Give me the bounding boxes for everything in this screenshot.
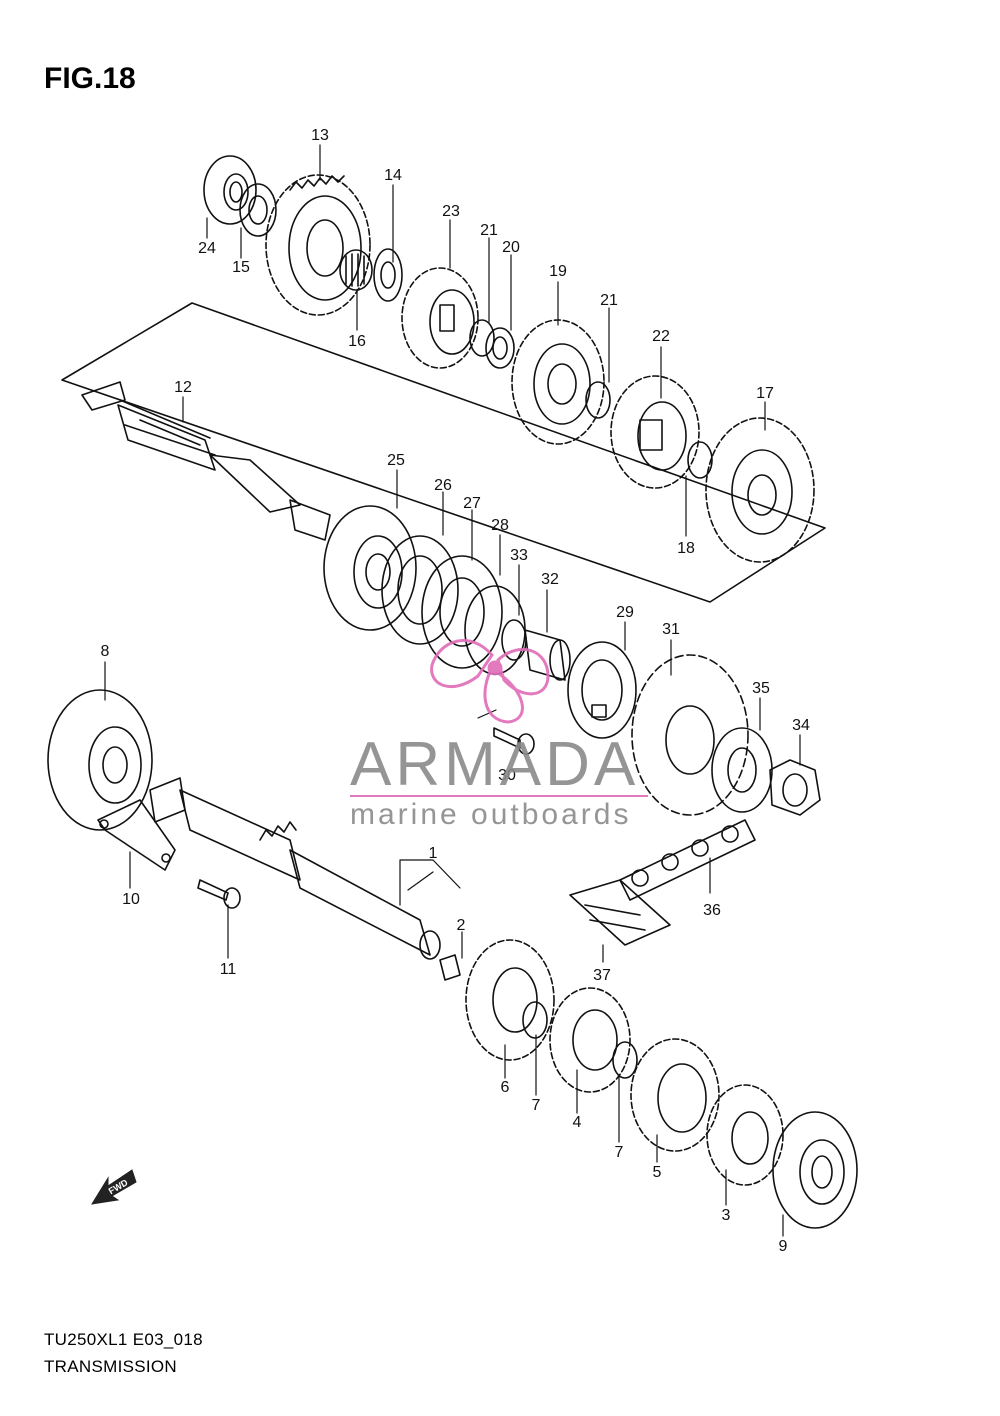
watermark: ARMADA marine outboards	[350, 639, 648, 831]
part-2-pin	[439, 954, 461, 981]
part-callout-30: 30	[498, 767, 516, 784]
part-7-circlip-upper	[522, 1001, 548, 1039]
part-callout-10: 10	[122, 891, 140, 908]
part-26-oil-seal	[381, 535, 459, 645]
propeller-logo-icon	[430, 639, 550, 724]
part-callout-5: 5	[653, 1164, 662, 1181]
part-16-needle-bearing	[339, 249, 373, 291]
part-15-washer	[239, 183, 277, 237]
part-3-gear	[706, 1084, 784, 1186]
part-callout-23: 23	[442, 203, 460, 220]
part-callout-21: 21	[480, 222, 498, 239]
part-callout-36: 36	[703, 902, 721, 919]
part-callout-37: 37	[593, 967, 611, 984]
part-24-bearing	[203, 155, 257, 225]
part-36-chain	[619, 819, 756, 901]
part-callout-3: 3	[722, 1207, 731, 1224]
part-8-bearing	[47, 689, 153, 831]
part-callout-31: 31	[662, 621, 680, 638]
part-callout-12: 12	[174, 379, 192, 396]
part-callout-20: 20	[502, 239, 520, 256]
part-callout-4: 4	[573, 1114, 582, 1131]
part-callout-33: 33	[510, 547, 528, 564]
part-callout-1: 1	[429, 845, 438, 862]
part-37-chain-joint	[569, 879, 671, 946]
watermark-tagline: marine outboards	[350, 798, 631, 831]
part-34-nut	[769, 759, 821, 816]
part-18-circlip	[687, 441, 713, 479]
part-11-screw	[197, 879, 241, 909]
part-4-gear	[549, 987, 631, 1093]
part-5-gear	[630, 1038, 720, 1152]
part-callout-19: 19	[549, 263, 567, 280]
part-callout-29: 29	[616, 604, 634, 621]
callout-labels: 1234567789101112131415161718192021212223…	[101, 127, 810, 1255]
part-callout-34: 34	[792, 717, 810, 734]
figure-caption: TRANSMISSION	[44, 1357, 178, 1376]
part-callout-18: 18	[677, 540, 695, 557]
part-callout-35: 35	[752, 680, 770, 697]
part-callout-28: 28	[491, 517, 509, 534]
part-22-gear	[610, 375, 700, 489]
forward-arrow-icon: FWD	[91, 1169, 137, 1205]
part-17-gear	[705, 417, 815, 563]
part-callout-24: 24	[198, 240, 216, 257]
part-callout-13: 13	[311, 127, 329, 144]
part-21-circlip-upper	[469, 319, 495, 357]
part-31-sprocket	[631, 654, 749, 816]
part-callout-17: 17	[756, 385, 774, 402]
part-29-plate	[567, 641, 637, 739]
part-callout-7: 7	[615, 1144, 624, 1161]
part-27-spacer	[421, 555, 503, 669]
part-callout-14: 14	[384, 167, 402, 184]
part-callout-22: 22	[652, 328, 670, 345]
leader-lines	[104, 144, 801, 1237]
part-callout-7: 7	[532, 1097, 541, 1114]
part-callout-25: 25	[387, 452, 405, 469]
figure-title: FIG.18	[44, 62, 136, 95]
part-35-washer	[711, 727, 773, 813]
part-30-bolt	[493, 727, 535, 755]
group-outline	[61, 302, 826, 603]
watermark-brand: ARMADA	[350, 730, 639, 799]
part-14-washer	[373, 248, 403, 302]
part-callout-16: 16	[348, 333, 366, 350]
model-code: TU250XL1 E03_018	[44, 1330, 203, 1349]
part-12-countershaft	[81, 381, 331, 541]
part-callout-6: 6	[501, 1079, 510, 1096]
part-6-gear	[465, 939, 555, 1061]
part-callout-26: 26	[434, 477, 452, 494]
part-19-gear	[511, 319, 605, 445]
part-callout-32: 32	[541, 571, 559, 588]
part-callout-27: 27	[463, 495, 481, 512]
part-32-sprocket-spacer	[524, 629, 571, 681]
part-21-circlip-lower	[585, 381, 611, 419]
part-callout-8: 8	[101, 643, 110, 660]
part-20-washer	[485, 327, 515, 369]
part-23-gear	[401, 267, 479, 369]
part-callout-2: 2	[457, 917, 466, 934]
part-9-bearing	[772, 1111, 858, 1229]
part-1-main-shaft	[149, 777, 441, 960]
part-callout-11: 11	[220, 961, 237, 978]
part-13-gear	[265, 174, 371, 316]
part-callout-9: 9	[779, 1238, 788, 1255]
part-callout-21: 21	[600, 292, 618, 309]
part-7-circlip-lower	[612, 1041, 638, 1079]
part-callout-15: 15	[232, 259, 250, 276]
part-10-retainer	[97, 799, 176, 871]
